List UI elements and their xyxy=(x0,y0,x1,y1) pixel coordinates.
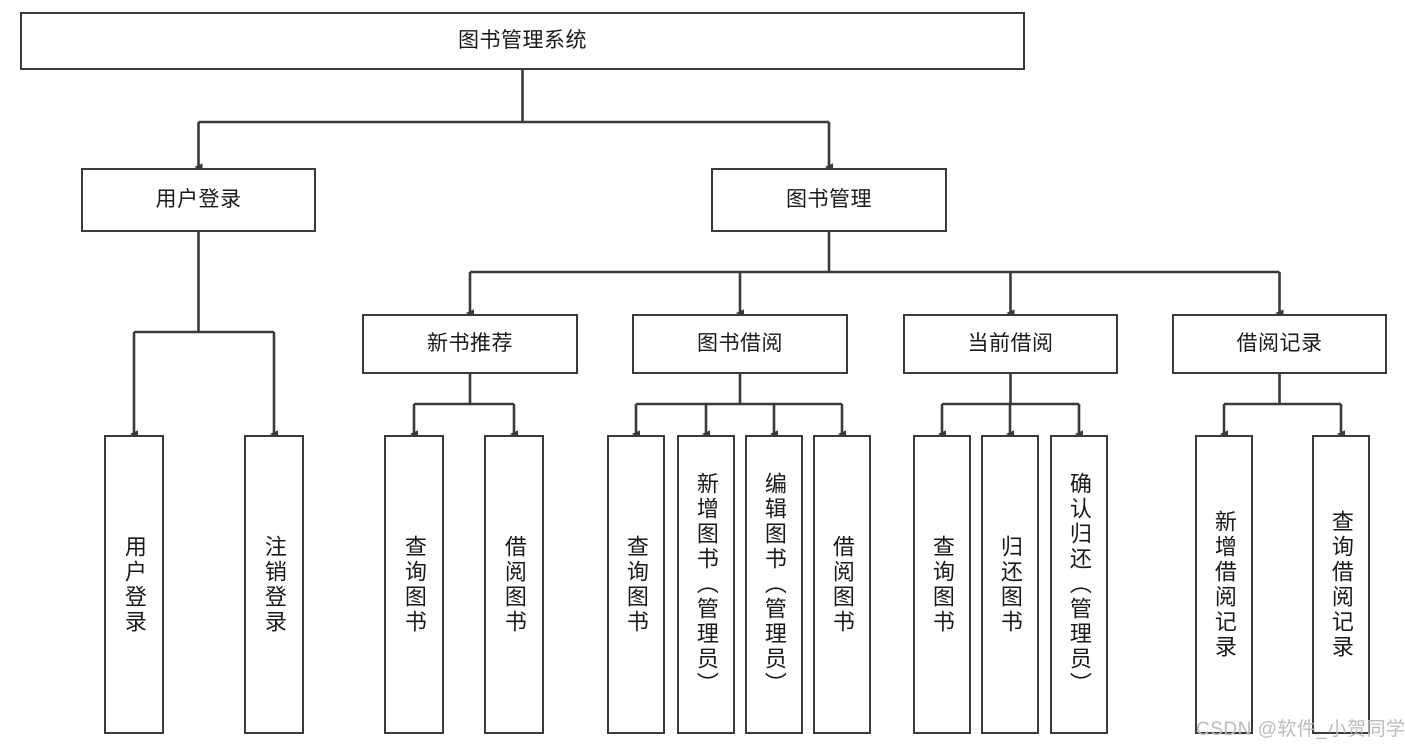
node-label: 新增图书（管理员） xyxy=(693,472,719,697)
node-label: 图书借阅 xyxy=(697,331,783,355)
node-label: 当前借阅 xyxy=(967,331,1054,355)
node-leaf-cb-query[interactable]: 查询图书 xyxy=(913,435,971,734)
node-leaf-rec-borrow[interactable]: 借阅图书 xyxy=(484,435,544,734)
node-label: 归还图书 xyxy=(997,534,1023,635)
node-leaf-cb-confirm[interactable]: 确认归还（管理员） xyxy=(1050,435,1108,734)
node-leaf-bb-edit[interactable]: 编辑图书（管理员） xyxy=(745,435,803,734)
node-label: 查询图书 xyxy=(401,534,427,635)
node-label: 编辑图书（管理员） xyxy=(761,472,787,697)
node-leaf-user-logout[interactable]: 注销登录 xyxy=(244,435,304,734)
connector-lines xyxy=(129,70,1346,438)
node-label: 查询图书 xyxy=(623,534,649,635)
node-label: 借阅图书 xyxy=(501,534,527,635)
node-leaf-bb-borrow[interactable]: 借阅图书 xyxy=(813,435,871,734)
node-label: 注销登录 xyxy=(261,534,287,635)
node-label: 借阅图书 xyxy=(829,534,855,635)
node-leaf-bb-add[interactable]: 新增图书（管理员） xyxy=(677,435,735,734)
node-label: 查询借阅记录 xyxy=(1328,509,1354,660)
node-label: 用户登录 xyxy=(155,187,242,211)
node-user-login[interactable]: 用户登录 xyxy=(81,168,316,232)
node-book-borrow[interactable]: 图书借阅 xyxy=(632,314,848,374)
node-label: 查询图书 xyxy=(929,534,955,635)
node-label: 新增借阅记录 xyxy=(1211,509,1237,660)
node-new-book-rec[interactable]: 新书推荐 xyxy=(362,314,578,374)
node-label: 用户登录 xyxy=(121,534,147,635)
node-label: 图书管理系统 xyxy=(458,28,587,52)
node-leaf-br-add[interactable]: 新增借阅记录 xyxy=(1195,435,1253,734)
node-cur-borrow[interactable]: 当前借阅 xyxy=(903,314,1118,374)
node-leaf-cb-return[interactable]: 归还图书 xyxy=(981,435,1039,734)
node-leaf-bb-query[interactable]: 查询图书 xyxy=(607,435,665,734)
node-leaf-br-query[interactable]: 查询借阅记录 xyxy=(1312,435,1370,734)
node-leaf-user-login[interactable]: 用户登录 xyxy=(104,435,164,734)
node-book-manage[interactable]: 图书管理 xyxy=(711,168,947,232)
node-borrow-rec[interactable]: 借阅记录 xyxy=(1172,314,1387,374)
node-label: 新书推荐 xyxy=(427,331,513,355)
node-label: 图书管理 xyxy=(786,187,872,211)
node-root[interactable]: 图书管理系统 xyxy=(20,12,1025,70)
node-label: 借阅记录 xyxy=(1236,331,1323,355)
node-leaf-rec-query[interactable]: 查询图书 xyxy=(384,435,444,734)
node-label: 确认归还（管理员） xyxy=(1066,472,1092,697)
